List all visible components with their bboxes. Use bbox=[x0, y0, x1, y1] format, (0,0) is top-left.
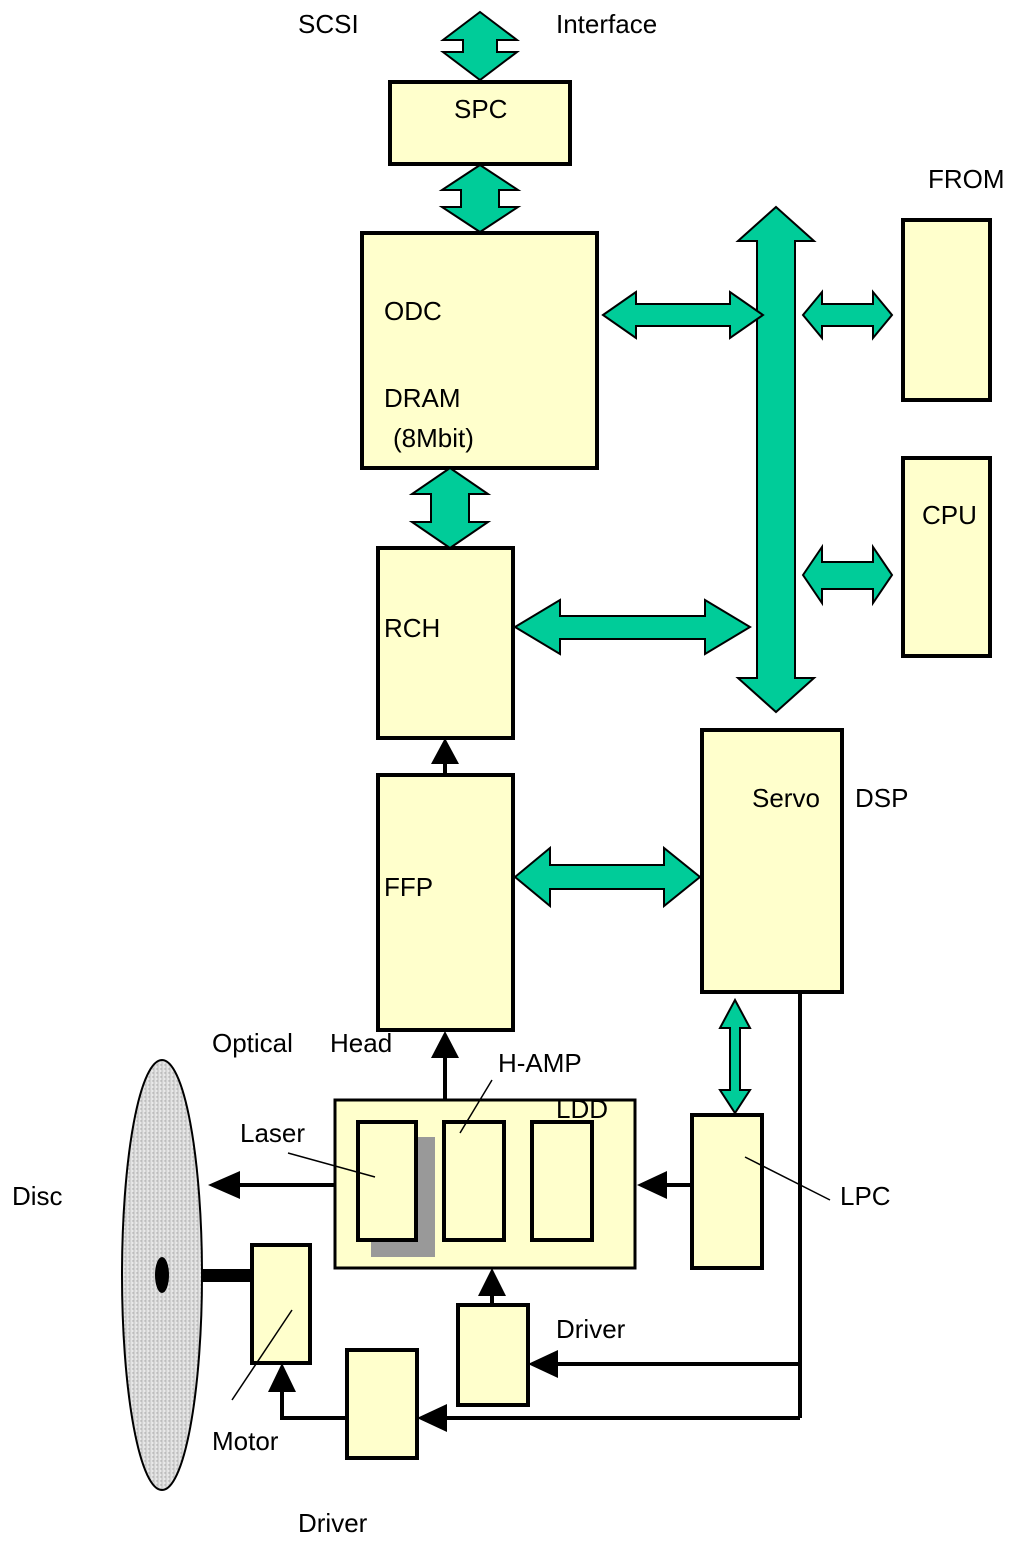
scsi-label: SCSI bbox=[298, 9, 359, 39]
driver-right-label: Driver bbox=[556, 1314, 626, 1344]
head-disc-arrowhead bbox=[208, 1171, 240, 1199]
hamp-label: H-AMP bbox=[498, 1048, 582, 1078]
rch-block bbox=[376, 546, 515, 740]
motor-shaft bbox=[202, 1269, 252, 1282]
lpc-block bbox=[690, 1113, 764, 1270]
servo-label: Servo bbox=[752, 783, 820, 813]
ldd-label: LDD bbox=[556, 1094, 608, 1124]
bus-cpu-arrow bbox=[801, 543, 894, 607]
interface-label: Interface bbox=[556, 9, 657, 39]
ldd-block bbox=[530, 1120, 594, 1242]
motor-leader-line bbox=[231, 1309, 293, 1401]
driver-block-right bbox=[456, 1303, 530, 1407]
ffp-servo-arrow bbox=[513, 845, 702, 909]
odc-bus-arrow bbox=[601, 290, 765, 340]
spc-label: SPC bbox=[454, 94, 507, 124]
dsp-label: DSP bbox=[855, 783, 908, 813]
disc-hole bbox=[155, 1257, 169, 1293]
spc-block bbox=[388, 80, 572, 166]
laser-block bbox=[356, 1120, 418, 1242]
servo-dsp-block bbox=[700, 728, 844, 994]
laser-leader-line bbox=[287, 1152, 376, 1178]
scsi-spc-arrow bbox=[440, 10, 520, 82]
head-label: Head bbox=[330, 1028, 392, 1058]
lpc-leader-line bbox=[744, 1156, 831, 1201]
servo-driver-bottom-arrowhead bbox=[417, 1404, 447, 1432]
driver-block-bottom bbox=[345, 1348, 419, 1460]
driver-bottom-label: Driver bbox=[298, 1508, 368, 1538]
laser-label: Laser bbox=[240, 1118, 305, 1148]
ffp-label: FFP bbox=[384, 872, 433, 902]
lpc-label: LPC bbox=[840, 1181, 891, 1211]
rch-label: RCH bbox=[384, 613, 440, 643]
cpu-label: CPU bbox=[922, 500, 977, 530]
cpu-block bbox=[901, 456, 992, 658]
odc-block bbox=[360, 231, 599, 470]
from-block bbox=[901, 218, 992, 402]
bus-from-arrow bbox=[801, 289, 894, 341]
spc-odc-arrow bbox=[438, 163, 522, 234]
driver-head-arrowhead bbox=[478, 1268, 506, 1296]
ffp-rch-arrowhead bbox=[431, 738, 459, 764]
motor-block bbox=[250, 1243, 312, 1365]
driver-motor-line bbox=[280, 1392, 347, 1420]
lpc-head-arrowhead bbox=[637, 1171, 667, 1199]
head-ffp-arrowhead bbox=[431, 1031, 459, 1058]
optical-label: Optical bbox=[212, 1028, 293, 1058]
ffp-block bbox=[376, 773, 515, 1032]
disc-label: Disc bbox=[12, 1181, 63, 1211]
dram-label: DRAM bbox=[384, 383, 461, 413]
main-bus-arrow bbox=[735, 205, 817, 714]
odc-label: ODC bbox=[384, 296, 442, 326]
servo-lpc-arrow bbox=[718, 997, 752, 1115]
dram-size-label: (8Mbit) bbox=[393, 423, 474, 453]
odc-rch-arrow bbox=[408, 466, 492, 550]
servo-driver-right-arrowhead bbox=[528, 1350, 558, 1378]
motor-label: Motor bbox=[212, 1426, 279, 1456]
from-label: FROM bbox=[928, 164, 1005, 194]
h-amp-block bbox=[442, 1120, 506, 1242]
rch-bus-arrow bbox=[513, 598, 752, 656]
hamp-leader-line bbox=[459, 1079, 493, 1134]
driver-motor-arrowhead bbox=[268, 1363, 296, 1392]
